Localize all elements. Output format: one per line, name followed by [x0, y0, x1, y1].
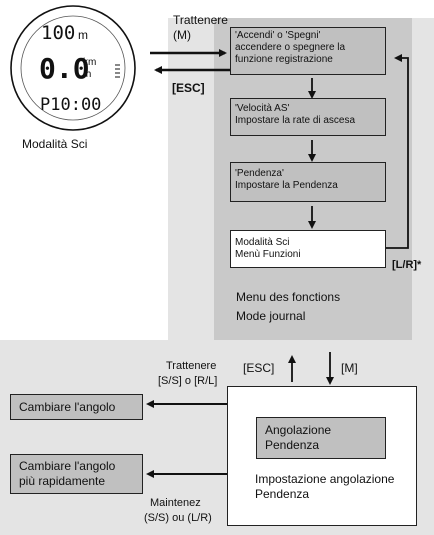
- box-on-off-line1: 'Accendi' o 'Spegni': [235, 30, 321, 41]
- box-slope: 'Pendenza' Impostare la Pendenza: [230, 162, 386, 202]
- change-fast-line1: Cambiare l'angolo: [19, 459, 116, 473]
- panel-caption-line1: Menu des fonctions: [236, 290, 341, 304]
- watch-bezel: [10, 5, 136, 131]
- box-on-off: 'Accendi' o 'Spegni' accendere o spegner…: [230, 27, 386, 75]
- angle-value-line2: Pendenza: [265, 438, 320, 452]
- m-mid-label: [M]: [341, 361, 358, 375]
- maint-keys: (S/S) ou (L/R): [144, 512, 212, 524]
- change-fast-line2: più rapidamente: [19, 474, 106, 488]
- box-speed-as-line2: Impostare la rate di ascesa: [235, 115, 356, 126]
- box-ski-menu: Modalità Sci Menù Funzioni: [230, 230, 386, 268]
- watch-caption: Modalità Sci: [22, 137, 88, 151]
- change-angle-box: Cambiare l'angolo: [10, 394, 143, 420]
- altitude-unit: m: [78, 28, 88, 42]
- watch-display: 100 m 0.0 km /h P10:00: [3, 3, 143, 133]
- lr-label: [L/R]*: [392, 259, 422, 271]
- box-slope-line1: 'Pendenza': [235, 168, 284, 179]
- box-speed-as-line1: 'Velocità AS': [235, 103, 290, 114]
- box-speed-as: 'Velocità AS' Impostare la rate di asces…: [230, 98, 386, 136]
- angle-value-box: Angolazione Pendenza: [256, 417, 386, 459]
- esc-mid-label: [ESC]: [243, 361, 275, 375]
- angle-value-line1: Angolazione: [265, 423, 332, 437]
- box-ski-menu-line2: Menù Funzioni: [235, 249, 301, 260]
- angle-setting-line2: Pendenza: [255, 487, 310, 501]
- speed-unit-km: km: [83, 57, 97, 68]
- arrow-loop-lr: [386, 54, 409, 249]
- angle-setting-line1: Impostazione angolazione: [255, 472, 395, 486]
- esc-label: [ESC]: [172, 81, 205, 95]
- speed-value: 0.0: [39, 52, 90, 85]
- box-on-off-line2: accendere o spegnere la: [235, 42, 346, 53]
- speed-unit-h: /h: [83, 69, 92, 80]
- box-on-off-line3: funzione registrazione: [235, 54, 333, 65]
- hold-label: Trattenere: [173, 13, 228, 27]
- timer-value: P10:00: [40, 95, 102, 115]
- box-slope-line2: Impostare la Pendenza: [235, 180, 338, 191]
- box-ski-menu-line1: Modalità Sci: [235, 237, 290, 248]
- angle-setting-screen: Angolazione Pendenza Impostazione angola…: [227, 386, 417, 526]
- change-angle-fast-box: Cambiare l'angolo più rapidamente: [10, 454, 143, 494]
- hold-key-label: (M): [173, 28, 191, 42]
- maint-label: Maintenez: [150, 497, 201, 509]
- bottom-hold-label: Trattenere: [166, 360, 217, 372]
- panel-caption-line2: Mode journal: [236, 309, 306, 323]
- altitude-value: 100: [41, 22, 76, 44]
- bottom-hold-keys: [S/S] o [R/L]: [158, 375, 218, 387]
- change-angle-label: Cambiare l'angolo: [19, 400, 116, 414]
